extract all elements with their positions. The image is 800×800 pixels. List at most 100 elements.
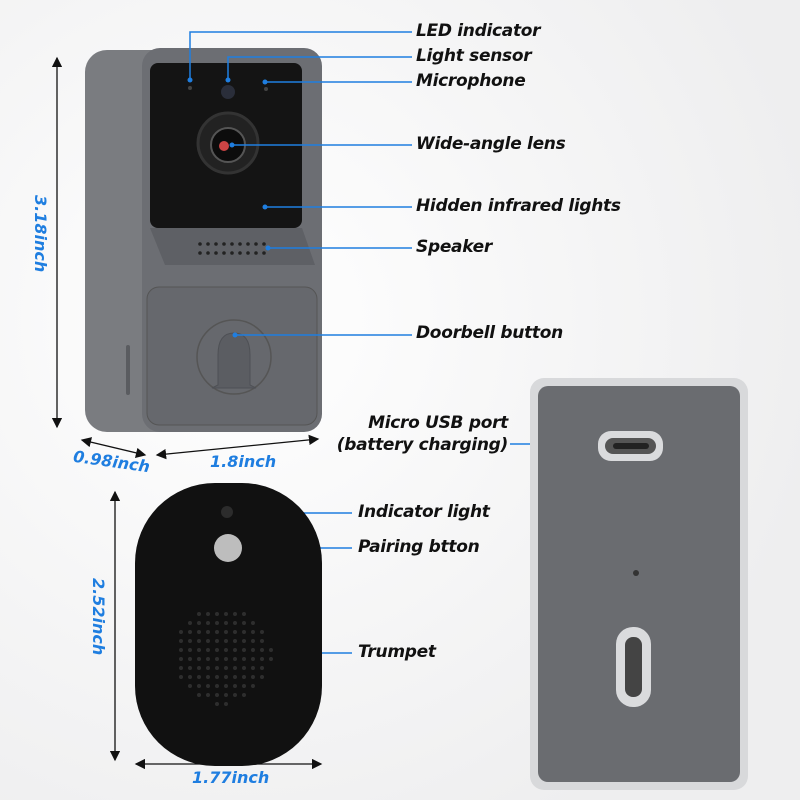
grille-hole bbox=[242, 630, 246, 634]
dim-width-doorbell: 1.8inch bbox=[210, 452, 277, 471]
grille-hole bbox=[224, 666, 228, 670]
grille-hole bbox=[233, 612, 237, 616]
grille-hole bbox=[188, 684, 192, 688]
grille-hole bbox=[197, 666, 201, 670]
grille-hole bbox=[242, 648, 246, 652]
grille-hole bbox=[215, 666, 219, 670]
grille-hole bbox=[233, 693, 237, 697]
grille-hole bbox=[179, 657, 183, 661]
grille-hole bbox=[188, 639, 192, 643]
grille-hole bbox=[224, 639, 228, 643]
grille-hole bbox=[224, 621, 228, 625]
grille-hole bbox=[233, 666, 237, 670]
grille-hole bbox=[233, 657, 237, 661]
grille-hole bbox=[224, 693, 228, 697]
grille-hole bbox=[179, 648, 183, 652]
grille-hole bbox=[242, 684, 246, 688]
back-plate bbox=[530, 378, 748, 790]
dimension-arrows bbox=[51, 56, 323, 770]
grille-hole bbox=[260, 639, 264, 643]
grille-hole bbox=[215, 630, 219, 634]
grille-hole bbox=[242, 621, 246, 625]
pairing-button bbox=[214, 534, 242, 562]
grille-hole bbox=[251, 648, 255, 652]
grille-hole bbox=[197, 648, 201, 652]
grille-hole bbox=[188, 666, 192, 670]
grille-hole bbox=[215, 693, 219, 697]
grille-hole bbox=[224, 684, 228, 688]
grille-hole bbox=[233, 684, 237, 688]
label-speaker: Speaker bbox=[416, 237, 492, 257]
grille-hole bbox=[206, 621, 210, 625]
grille-hole bbox=[188, 630, 192, 634]
grille-hole bbox=[224, 612, 228, 616]
grille-hole bbox=[233, 648, 237, 652]
grille-hole bbox=[179, 666, 183, 670]
grille-hole bbox=[197, 639, 201, 643]
grille-hole bbox=[251, 657, 255, 661]
light-sensor-icon bbox=[221, 85, 235, 99]
grille-hole bbox=[206, 657, 210, 661]
grille-hole bbox=[260, 630, 264, 634]
dim-height-chime: 2.52inch bbox=[89, 578, 108, 656]
grille-hole bbox=[242, 657, 246, 661]
grille-hole bbox=[215, 621, 219, 625]
indicator-light-icon bbox=[221, 506, 233, 518]
grille-hole bbox=[224, 630, 228, 634]
grille-hole bbox=[215, 648, 219, 652]
grille-hole bbox=[251, 675, 255, 679]
grille-hole bbox=[224, 648, 228, 652]
grille-hole bbox=[224, 702, 228, 706]
grille-hole bbox=[260, 675, 264, 679]
trumpet-grille bbox=[179, 612, 273, 706]
grille-hole bbox=[215, 684, 219, 688]
grille-hole bbox=[179, 639, 183, 643]
label-light-sensor: Light sensor bbox=[416, 46, 532, 66]
label-battery-charging: (battery charging) bbox=[336, 435, 509, 455]
grille-hole bbox=[197, 684, 201, 688]
grille-hole bbox=[206, 612, 210, 616]
grille-hole bbox=[260, 657, 264, 661]
grille-hole bbox=[179, 675, 183, 679]
grille-hole bbox=[197, 621, 201, 625]
label-microphone: Microphone bbox=[416, 71, 526, 91]
grille-hole bbox=[260, 666, 264, 670]
grille-hole bbox=[206, 684, 210, 688]
grille-hole bbox=[233, 639, 237, 643]
grille-hole bbox=[251, 630, 255, 634]
dim-height-doorbell: 3.18inch bbox=[31, 195, 50, 273]
grille-hole bbox=[242, 666, 246, 670]
label-led-indicator: LED indicator bbox=[416, 21, 541, 41]
grille-hole bbox=[197, 657, 201, 661]
grille-hole bbox=[260, 648, 264, 652]
label-infrared-lights: Hidden infrared lights bbox=[416, 196, 621, 216]
grille-hole bbox=[206, 648, 210, 652]
grille-hole bbox=[215, 675, 219, 679]
grille-hole bbox=[242, 675, 246, 679]
grille-hole bbox=[215, 657, 219, 661]
label-pairing-button: Pairing btton bbox=[358, 537, 480, 557]
grille-hole bbox=[233, 675, 237, 679]
label-indicator-light: Indicator light bbox=[358, 502, 490, 522]
dim-width-chime: 1.77inch bbox=[192, 768, 270, 787]
video-doorbell bbox=[85, 48, 322, 432]
grille-hole bbox=[197, 675, 201, 679]
grille-hole bbox=[197, 630, 201, 634]
grille-hole bbox=[215, 639, 219, 643]
grille-hole bbox=[251, 621, 255, 625]
grille-hole bbox=[179, 630, 183, 634]
grille-hole bbox=[206, 630, 210, 634]
grille-hole bbox=[215, 702, 219, 706]
grille-hole bbox=[233, 630, 237, 634]
label-micro-usb: Micro USB port bbox=[368, 413, 508, 433]
grille-hole bbox=[206, 639, 210, 643]
grille-hole bbox=[224, 657, 228, 661]
grille-hole bbox=[206, 675, 210, 679]
usb-port-icon bbox=[613, 443, 649, 449]
grille-hole bbox=[188, 648, 192, 652]
speaker-grille bbox=[198, 242, 266, 255]
grille-hole bbox=[242, 693, 246, 697]
grille-hole bbox=[251, 684, 255, 688]
